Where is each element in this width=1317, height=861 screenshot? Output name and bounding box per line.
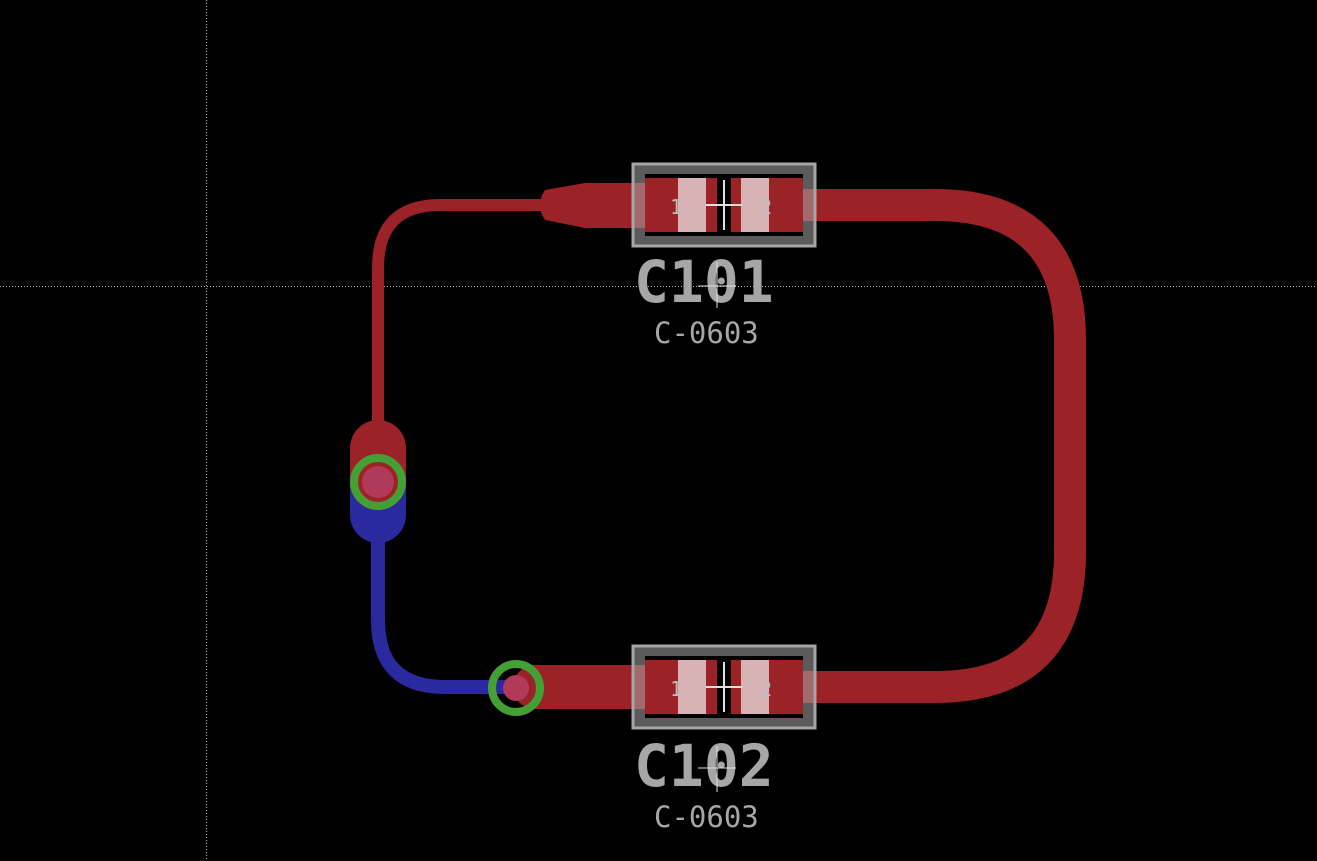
via-left-drill-icon bbox=[362, 466, 394, 498]
via-bottom[interactable] bbox=[488, 660, 544, 716]
c102-silk-right bbox=[741, 660, 769, 714]
c102-value-label: C-0603 bbox=[654, 800, 759, 834]
c101-value-label: C-0603 bbox=[654, 316, 759, 350]
c101-silk-left bbox=[678, 178, 706, 232]
c101-pad-2-label: 2 bbox=[760, 195, 772, 219]
via-bottom-ring-icon bbox=[488, 660, 544, 716]
top-trace-thin[interactable] bbox=[372, 199, 556, 436]
c102-ref-designator: C102 bbox=[634, 732, 774, 800]
vias bbox=[350, 454, 544, 716]
c101-text-origin-cross-icon bbox=[698, 262, 736, 308]
bottom-trace[interactable] bbox=[371, 493, 522, 694]
via-left[interactable] bbox=[350, 454, 406, 510]
via-bottom-drill-icon bbox=[503, 675, 529, 701]
top-trace-teardrop[interactable] bbox=[540, 183, 660, 228]
top-trace-thick-loop[interactable] bbox=[774, 189, 1086, 703]
c102-pad-1-label: 1 bbox=[670, 677, 682, 701]
c101-origin-cross-icon bbox=[706, 180, 742, 230]
component-c102[interactable]: 1 2 C102 C-0603 bbox=[631, 644, 817, 834]
c102-pad-2-label: 2 bbox=[760, 677, 772, 701]
component-c101[interactable]: 1 2 C101 C-0603 bbox=[631, 162, 817, 350]
via-left-ring-icon bbox=[350, 454, 406, 510]
c102-origin-cross-icon bbox=[706, 662, 742, 712]
c102-text-origin-cross-icon bbox=[698, 746, 736, 792]
c101-pad-1-label: 1 bbox=[670, 195, 682, 219]
c101-ref-designator: C101 bbox=[634, 248, 774, 316]
c102-silk-left bbox=[678, 660, 706, 714]
c101-silk-right bbox=[741, 178, 769, 232]
